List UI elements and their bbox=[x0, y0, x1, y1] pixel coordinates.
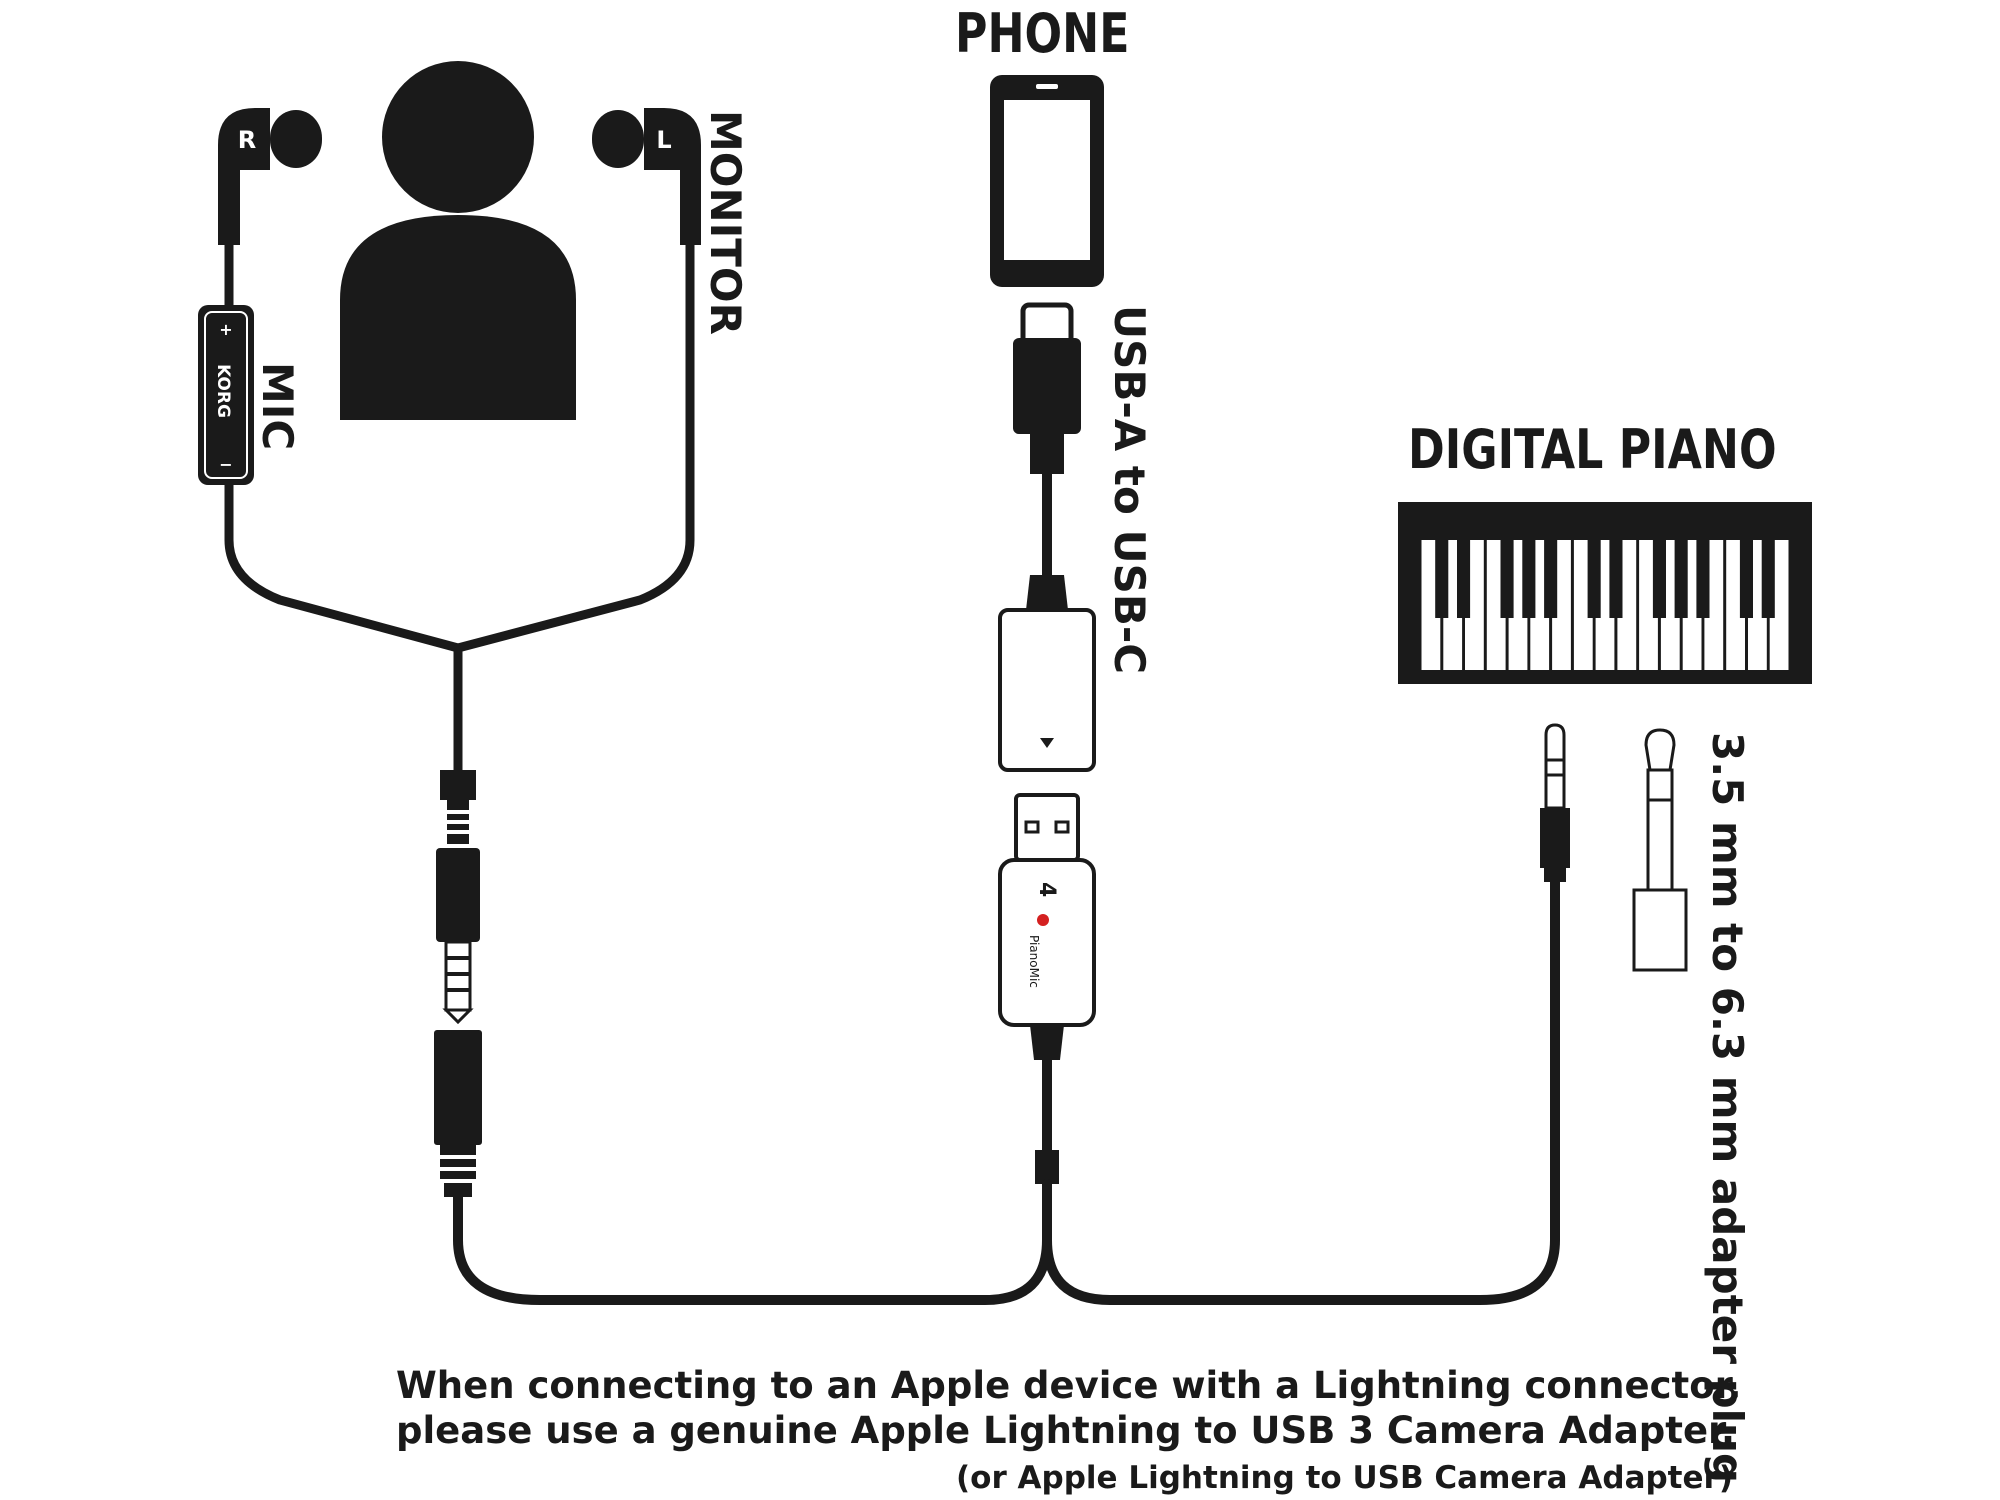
black-key bbox=[1761, 540, 1775, 618]
earbud-right-icon: R bbox=[218, 108, 322, 245]
caption-line-1: When connecting to an Apple device with … bbox=[396, 1364, 1742, 1407]
adapter-plug-icon bbox=[1632, 728, 1688, 972]
piano-plug-icon bbox=[1540, 723, 1570, 882]
svg-text:4: 4 bbox=[1034, 882, 1059, 897]
black-key bbox=[1457, 540, 1471, 618]
piano-keyboard bbox=[1421, 540, 1789, 670]
usb-cable-label: USB-A to USB-C bbox=[1105, 305, 1154, 675]
black-key bbox=[1652, 540, 1666, 618]
black-key bbox=[1500, 540, 1514, 618]
earbud-right-label: R bbox=[238, 126, 256, 154]
dongle-brand-label: PianoMic bbox=[1027, 935, 1041, 988]
earbud-left-label: L bbox=[656, 126, 671, 154]
black-key bbox=[1609, 540, 1623, 618]
inline-mic-icon: + − KORG bbox=[198, 305, 254, 485]
headset-plug-icon bbox=[436, 770, 480, 1025]
caption-line-3: (or Apple Lightning to USB Camera Adapte… bbox=[956, 1460, 1733, 1496]
usb-dongle-icon: 4 PianoMic bbox=[998, 793, 1096, 1060]
black-key bbox=[1522, 540, 1536, 618]
earbud-left-icon: L bbox=[592, 108, 701, 245]
black-key bbox=[1696, 540, 1710, 618]
svg-text:−: − bbox=[219, 455, 232, 474]
black-key bbox=[1544, 540, 1558, 618]
digital-piano-title: DIGITAL PIANO bbox=[1408, 418, 1777, 481]
earphone-cable bbox=[224, 225, 695, 785]
phone-icon bbox=[990, 75, 1104, 287]
person-icon bbox=[340, 61, 576, 420]
black-key bbox=[1739, 540, 1753, 618]
caption-line-2: please use a genuine Apple Lightning to … bbox=[396, 1409, 1736, 1452]
monitor-label: MONITOR bbox=[701, 110, 750, 335]
splitter-cable bbox=[453, 875, 1560, 1305]
audio-jack-socket-icon bbox=[434, 1030, 482, 1197]
mic-label: MIC bbox=[253, 362, 302, 451]
mic-brand-label: KORG bbox=[213, 364, 233, 418]
phone-title: PHONE bbox=[955, 2, 1130, 65]
usb-c-cable-icon bbox=[1013, 302, 1081, 610]
svg-text:+: + bbox=[219, 320, 232, 339]
digital-piano-icon bbox=[1398, 502, 1812, 684]
black-key bbox=[1435, 540, 1449, 618]
black-key bbox=[1587, 540, 1601, 618]
black-key bbox=[1674, 540, 1688, 618]
usb-a-adapter-icon bbox=[998, 608, 1096, 772]
